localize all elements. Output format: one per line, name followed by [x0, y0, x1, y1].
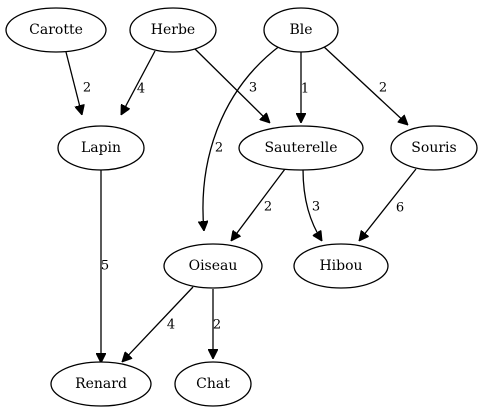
nodes: Carotte Herbe Ble Lapin Sauterelle Souri…: [5, 7, 478, 407]
edge-weight-label: 2: [215, 141, 223, 156]
node-hibou: Hibou: [293, 243, 389, 289]
node-souris: Souris: [390, 125, 478, 171]
edge-ble-sauterelle: 1: [301, 50, 309, 123]
edge-sauterelle-oiseau: 2: [231, 168, 286, 241]
node-label: Oiseau: [189, 258, 238, 274]
edge-oiseau-chat: 2: [213, 289, 221, 359]
edge-souris-hibou: 6: [359, 168, 417, 241]
node-chat: Chat: [174, 361, 252, 407]
node-label: Herbe: [151, 22, 195, 38]
node-sauterelle: Sauterelle: [238, 125, 364, 171]
edge-weight-label: 2: [264, 200, 272, 215]
node-label: Carotte: [29, 22, 83, 38]
edge-weight-label: 5: [101, 259, 109, 274]
node-oiseau: Oiseau: [163, 243, 263, 289]
node-herbe: Herbe: [129, 7, 217, 53]
edge-oiseau-renard: 4: [122, 286, 194, 362]
edge-carotte-lapin: 2: [65, 51, 91, 115]
edge-herbe-sauterelle: 3: [193, 47, 270, 123]
edge-lapin-renard: 5: [101, 168, 109, 363]
edge-weight-label: 2: [83, 81, 91, 96]
edge-herbe-lapin: 4: [120, 50, 156, 115]
edge-ble-souris: 2: [321, 44, 408, 125]
node-ble: Ble: [263, 7, 339, 53]
edge-weight-label: 2: [213, 318, 221, 333]
node-carotte: Carotte: [5, 7, 107, 53]
edge-ble-oiseau: 2: [203, 44, 282, 231]
node-label: Ble: [289, 22, 312, 38]
edges: 2 4 3 2 1 2 5 2: [65, 44, 417, 363]
edge-weight-label: 4: [137, 82, 145, 97]
edge-weight-label: 1: [301, 82, 309, 97]
node-label: Sauterelle: [264, 140, 337, 156]
edge-weight-label: 4: [167, 318, 175, 333]
node-label: Lapin: [81, 140, 121, 156]
edge-sauterelle-hibou: 3: [302, 168, 322, 241]
node-label: Souris: [411, 140, 456, 156]
node-label: Chat: [196, 376, 230, 392]
edge-weight-label: 6: [396, 201, 404, 216]
node-label: Renard: [75, 376, 127, 392]
edge-weight-label: 2: [379, 81, 387, 96]
node-renard: Renard: [50, 361, 152, 407]
edge-weight-label: 3: [249, 81, 257, 96]
node-label: Hibou: [319, 258, 362, 274]
edge-weight-label: 3: [312, 200, 320, 215]
node-lapin: Lapin: [57, 125, 145, 171]
